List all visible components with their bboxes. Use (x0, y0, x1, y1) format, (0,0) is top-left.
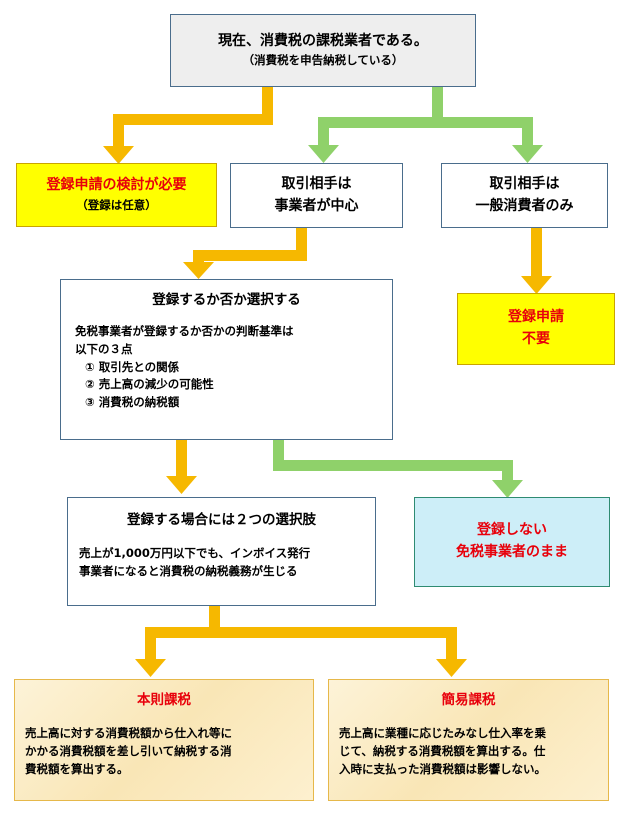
not-register-box: 登録しない 免税事業者のまま (414, 497, 610, 587)
business-partner-box: 取引相手は 事業者が中心 (230, 163, 403, 228)
no-registration-needed-box: 登録申請 不要 (457, 293, 615, 365)
criteria-item: ③ 消費税の納税額 (85, 395, 180, 410)
connector-top-to-consider (113, 114, 273, 125)
consider-registration-box: 登録申請の検討が必要 （登録は任意） (16, 163, 217, 227)
not-register-line2: 免税事業者のまま (456, 544, 568, 560)
consumer-partner-line1: 取引相手は (489, 175, 560, 192)
consumer-partner-line2: 一般消費者のみ (475, 197, 574, 214)
arrowhead-to-consider (103, 146, 134, 164)
select-registration-box: 登録するか否か選択する 免税事業者が登録するか否かの判断基準は 以下の３点 ① … (60, 279, 393, 440)
consider-registration-note: （登録は任意） (76, 197, 157, 212)
arrowhead-to-business (308, 145, 339, 163)
criteria-list: ① 取引先との関係 ② 売上高の減少の可能性 ③ 消費税の納税額 (75, 359, 392, 412)
criteria-intro-line1: 免税事業者が登録するか否かの判断基準は (75, 323, 294, 338)
arrowhead-to-not-register (492, 480, 523, 498)
register-options-line2: 事業者になると消費税の納税義務が生じる (79, 563, 298, 578)
connector-business-to-select (296, 228, 307, 260)
criteria-item: ① 取引先との関係 (85, 359, 180, 374)
kani-desc-line2: じて、納税する消費税額を算出する。仕 (339, 743, 546, 758)
consumer-partner-box: 取引相手は 一般消費者のみ (441, 163, 608, 228)
connector-top-split (318, 117, 533, 128)
arrowhead-to-no-register (521, 276, 552, 294)
kani-desc-line3: 入時に支払った消費税額は影響しない。 (339, 761, 546, 776)
current-status-text: 現在、消費税の課税業者である。 (218, 32, 428, 49)
connector-top-split (432, 86, 443, 123)
connector-top-split (522, 117, 533, 147)
select-registration-title: 登録するか否か選択する (152, 292, 301, 308)
connector-top-to-consider (262, 86, 273, 121)
connector-select-to-not-register (502, 460, 513, 482)
connector-top-split (318, 117, 329, 147)
criteria-intro-line2: 以下の３点 (75, 341, 133, 356)
honsoku-desc-line2: かかる消費税額を差し引いて納税する消 (25, 743, 232, 758)
connector-select-to-register (176, 440, 187, 478)
arrowhead-to-register (166, 476, 197, 494)
register-options-box: 登録する場合には２つの選択肢 売上が1,000万円以下でも、インボイス発行 事業… (67, 497, 376, 606)
arrowhead-to-kani (436, 659, 467, 677)
honsoku-desc-line3: 費税額を算出する。 (25, 761, 129, 776)
arrowhead-to-select (183, 262, 214, 279)
connector-business-to-select (193, 250, 307, 261)
connector-register-split (145, 627, 457, 638)
arrowhead-to-consumer (512, 145, 543, 163)
connector-register-split (446, 627, 457, 661)
no-registration-line2: 不要 (522, 331, 550, 347)
consider-registration-text: 登録申請の検討が必要 (46, 177, 187, 194)
not-register-line1: 登録しない (477, 522, 547, 539)
arrowhead-to-honsoku (135, 659, 166, 677)
current-status-note: （消費税を申告納税している） (242, 53, 404, 68)
register-options-title: 登録する場合には２つの選択肢 (127, 512, 316, 528)
honsoku-title: 本則課税 (137, 692, 191, 708)
register-options-line1: 売上が1,000万円以下でも、インボイス発行 (79, 545, 311, 560)
connector-consumer-to-no-register (531, 228, 542, 278)
honsoku-taxation-box: 本則課税 売上高に対する消費税額から仕入れ等に かかる消費税額を差し引いて納税す… (14, 679, 314, 801)
kani-taxation-box: 簡易課税 売上高に業種に応じたみなし仕入率を乗 じて、納税する消費税額を算出する… (328, 679, 609, 801)
kani-desc-line1: 売上高に業種に応じたみなし仕入率を乗 (339, 725, 546, 740)
honsoku-desc-line1: 売上高に対する消費税額から仕入れ等に (25, 725, 232, 740)
business-partner-line1: 取引相手は (281, 175, 352, 192)
kani-title: 簡易課税 (441, 692, 496, 708)
connector-top-to-consider (113, 114, 124, 148)
connector-business-to-select (193, 250, 204, 264)
business-partner-line2: 事業者が中心 (274, 197, 359, 214)
connector-select-to-not-register (273, 440, 284, 471)
connector-register-split (209, 606, 220, 636)
criteria-item: ② 売上高の減少の可能性 (85, 377, 214, 392)
no-registration-line1: 登録申請 (508, 309, 564, 326)
connector-register-split (145, 627, 156, 661)
connector-select-to-not-register (273, 460, 513, 471)
current-status-box: 現在、消費税の課税業者である。 （消費税を申告納税している） (170, 14, 476, 87)
